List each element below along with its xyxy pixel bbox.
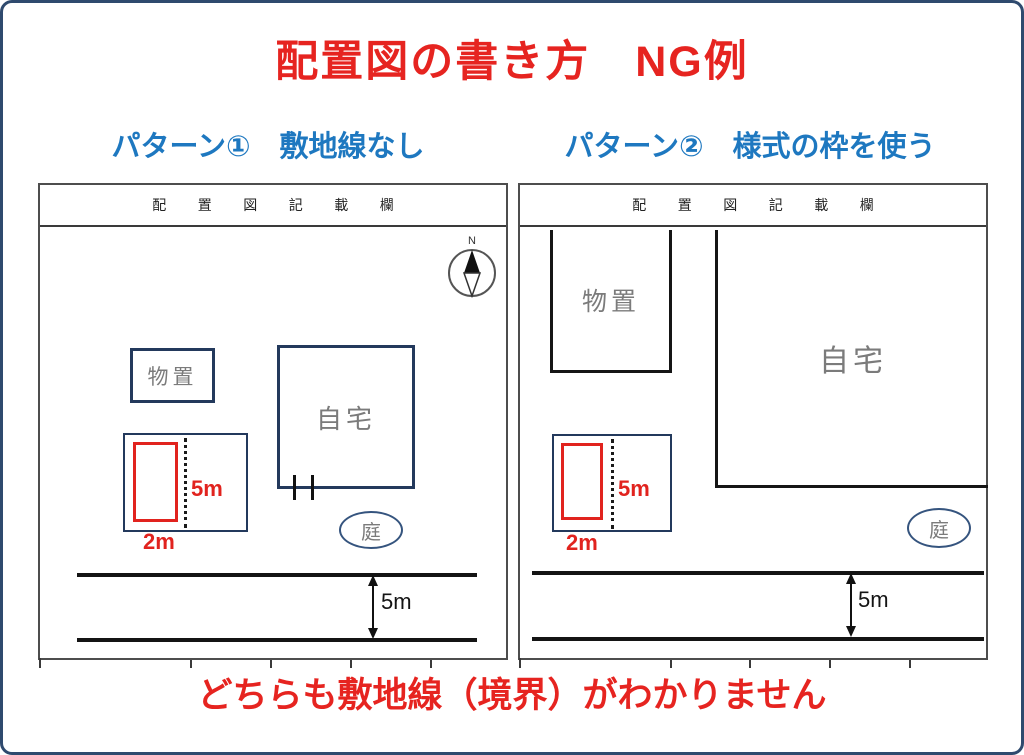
- form-tick-mark: [749, 660, 751, 668]
- compass-north-icon: N: [448, 235, 496, 299]
- form-tick-mark: [829, 660, 831, 668]
- form-tick-mark: [430, 660, 432, 668]
- road-edge-line-bottom: [77, 638, 477, 642]
- storage-shed-box: 物置: [550, 230, 672, 373]
- road-edge-line-top: [77, 573, 477, 577]
- form-header: 配 置 図 記 載 欄: [40, 185, 506, 227]
- bottom-caption: どちらも敷地線（境界）がわかりません: [197, 676, 827, 715]
- car-width-label: 2m: [566, 530, 598, 555]
- car-space-rect: [133, 442, 178, 522]
- road-width-arrow-icon: [846, 573, 856, 637]
- house-box: 自宅: [715, 230, 988, 488]
- garden-label: 庭: [361, 521, 381, 544]
- page-title: 配置図の書き方 NG例: [275, 38, 749, 86]
- form-header-title: 配 置 図 記 載 欄: [152, 199, 408, 214]
- form-header-title: 配 置 図 記 載 欄: [632, 199, 888, 214]
- pattern2-heading: パターン② 様式の枠を使う: [564, 131, 936, 163]
- compass-n-label: N: [468, 235, 476, 247]
- storage-shed-box: 物置: [130, 348, 215, 403]
- car-width-label: 2m: [143, 529, 175, 554]
- form-tick-mark: [350, 660, 352, 668]
- form-header: 配 置 図 記 載 欄: [520, 185, 986, 227]
- pattern1-diagram: 配 置 図 記 載 欄 N 物置 自宅 5m 2m 庭: [38, 183, 508, 668]
- garden-label: 庭: [929, 519, 949, 542]
- road-width-label: 5m: [381, 589, 412, 614]
- storage-shed-label: 物置: [147, 364, 198, 389]
- road-width-arrow-icon: [368, 575, 378, 639]
- road-edge-line-bottom: [532, 637, 984, 641]
- car-space-rect: [561, 443, 603, 520]
- form-tick-mark: [909, 660, 911, 668]
- pattern1-heading: パターン① 敷地線なし: [111, 131, 425, 163]
- garden-ellipse: 庭: [339, 511, 403, 549]
- parking-area-box: [552, 434, 672, 532]
- entrance-mark: [311, 475, 314, 500]
- form-tick-mark: [190, 660, 192, 668]
- car-depth-label: 5m: [618, 476, 650, 501]
- dimension-dotted-line: [611, 439, 614, 529]
- storage-shed-label: 物置: [581, 289, 640, 316]
- pattern2-diagram: 配 置 図 記 載 欄 物置 自宅 5m 2m 庭 5m: [518, 183, 988, 668]
- form-tick-mark: [39, 658, 41, 668]
- car-depth-label: 5m: [191, 476, 223, 501]
- parking-area-box: [123, 433, 248, 532]
- house-label: 自宅: [819, 344, 887, 378]
- form-tick-mark: [519, 658, 521, 668]
- road-edge-line-top: [532, 571, 984, 575]
- dimension-dotted-line: [184, 438, 187, 528]
- form-tick-mark: [270, 660, 272, 668]
- house-box: 自宅: [277, 345, 415, 489]
- road-width-label: 5m: [858, 587, 889, 612]
- form-tick-mark: [670, 660, 672, 668]
- house-label: 自宅: [315, 404, 376, 434]
- garden-ellipse: 庭: [907, 508, 971, 548]
- entrance-mark: [293, 475, 296, 500]
